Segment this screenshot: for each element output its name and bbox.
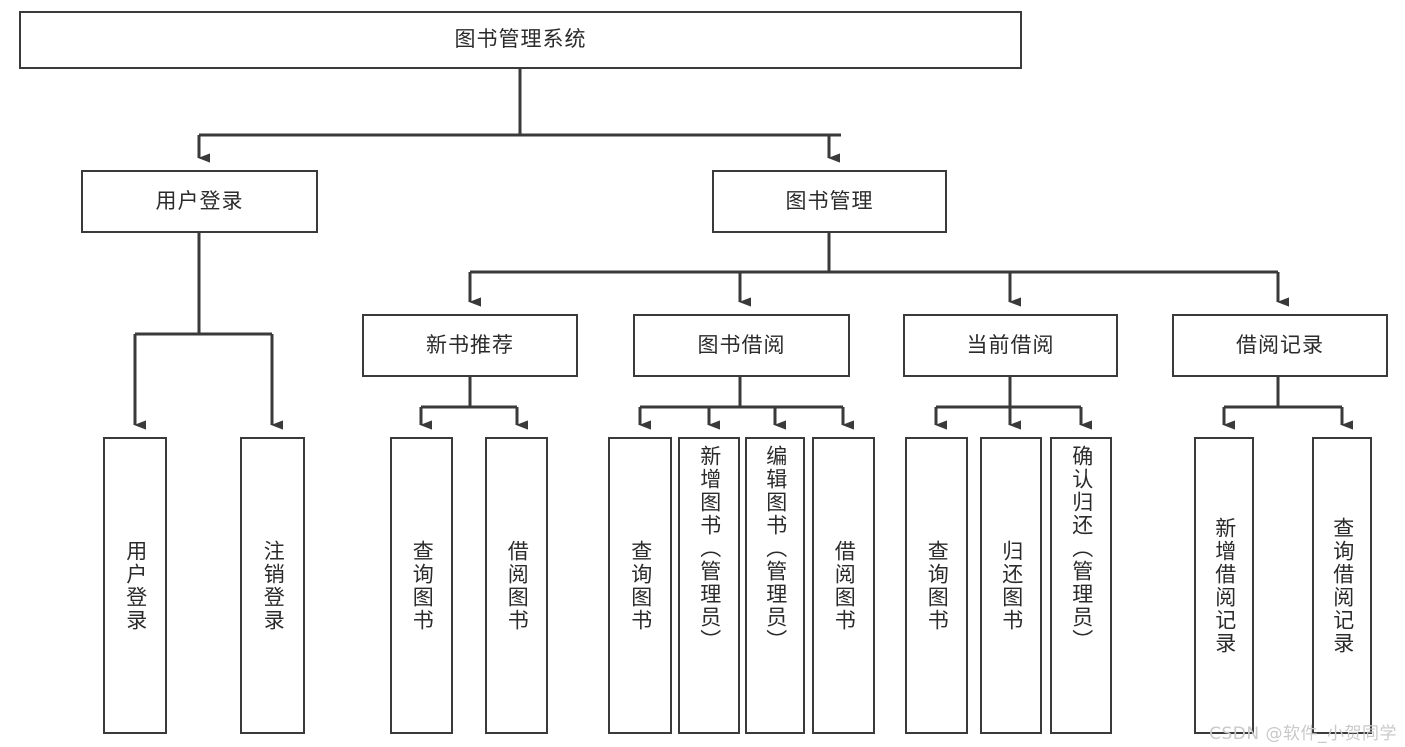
- node-label: 查询图书: [925, 539, 950, 632]
- node-new-book-recommend[interactable]: 新书推荐: [362, 314, 578, 377]
- edge-bookborrow-to-leaves: [638, 377, 854, 430]
- leaf-borrowrecord-add-record[interactable]: 新增借阅记录: [1194, 437, 1254, 734]
- node-label: 借阅图书: [505, 539, 530, 632]
- leaf-user-login-login[interactable]: 用户登录: [103, 437, 167, 734]
- node-label: 用户登录: [123, 539, 148, 632]
- node-root-book-management-system[interactable]: 图书管理系统: [19, 11, 1022, 69]
- node-label: 新增图书（管理员）: [697, 445, 722, 652]
- edge-bookmgmt-to-level2: [468, 233, 1289, 307]
- node-label: 图书管理: [785, 188, 874, 213]
- node-label: 查询图书: [628, 539, 653, 632]
- leaf-newbook-query-book[interactable]: 查询图书: [390, 437, 453, 734]
- node-label: 当前借阅: [966, 332, 1055, 357]
- node-label: 归还图书: [999, 539, 1024, 632]
- leaf-currentborrow-confirm-return-admin[interactable]: 确认归还（管理员）: [1050, 437, 1112, 734]
- leaf-bookborrow-add-book-admin[interactable]: 新增图书（管理员）: [678, 437, 740, 734]
- leaf-newbook-borrow-book[interactable]: 借阅图书: [485, 437, 548, 734]
- csdn-watermark: CSDN @软件_小贺同学: [1209, 724, 1397, 744]
- leaf-currentborrow-return-book[interactable]: 归还图书: [980, 437, 1042, 734]
- node-user-login[interactable]: 用户登录: [81, 170, 318, 233]
- edge-currentborrow-to-leaves: [934, 377, 1092, 430]
- node-label: 编辑图书（管理员）: [763, 445, 788, 652]
- node-label: 图书管理系统: [454, 27, 587, 52]
- node-label: 图书借阅: [697, 332, 786, 357]
- node-borrow-record[interactable]: 借阅记录: [1172, 314, 1388, 377]
- leaf-borrowrecord-query-record[interactable]: 查询借阅记录: [1312, 437, 1372, 734]
- node-label: 借阅记录: [1236, 332, 1324, 357]
- leaf-bookborrow-edit-book-admin[interactable]: 编辑图书（管理员）: [745, 437, 805, 734]
- node-label: 借阅图书: [832, 539, 857, 632]
- leaf-bookborrow-query-book[interactable]: 查询图书: [608, 437, 672, 734]
- edge-userlogin-to-leaves: [133, 233, 283, 430]
- node-label: 新书推荐: [426, 332, 514, 357]
- leaf-bookborrow-borrow-book[interactable]: 借阅图书: [812, 437, 875, 734]
- leaf-currentborrow-query-book[interactable]: 查询图书: [905, 437, 968, 734]
- node-label: 确认归还（管理员）: [1069, 445, 1094, 652]
- node-label: 新增借阅记录: [1212, 516, 1237, 655]
- edge-borrowrecord-to-leaves: [1222, 377, 1353, 430]
- node-book-management[interactable]: 图书管理: [712, 170, 947, 233]
- node-book-borrow[interactable]: 图书借阅: [633, 314, 850, 377]
- edge-root-to-level1: [197, 69, 841, 163]
- node-label: 用户登录: [155, 188, 244, 213]
- node-label: 查询借阅记录: [1330, 516, 1355, 655]
- node-label: 注销登录: [261, 539, 286, 632]
- node-label: 查询图书: [410, 539, 435, 632]
- node-current-borrow[interactable]: 当前借阅: [903, 314, 1118, 377]
- edge-newbook-to-leaves: [419, 377, 528, 430]
- leaf-user-login-logout[interactable]: 注销登录: [240, 437, 305, 734]
